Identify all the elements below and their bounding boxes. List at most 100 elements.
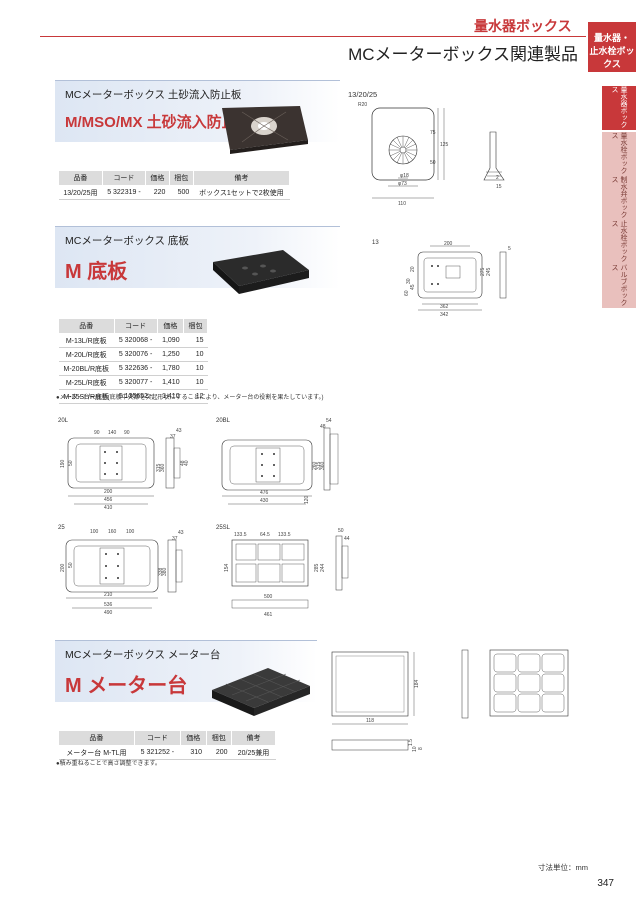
cell-price: 1,410 (157, 375, 184, 390)
guard-plate-drawing: R20 75 125 50 φ18 φ73 110 2 15 (358, 102, 505, 207)
dim: 44 (344, 536, 350, 542)
col-header: 備考 (192, 170, 291, 186)
dim-2: 2 (496, 175, 499, 181)
cell-pack: 200 (206, 745, 232, 760)
section3-note: ●積み重ねることで高さ調整できます。 (56, 761, 161, 767)
cell-code: 5 321252 - (134, 745, 181, 760)
dim: 490 (104, 610, 113, 616)
col-header: 価格 (144, 170, 170, 186)
dim: 50 (68, 460, 74, 466)
dim: 30 (406, 278, 412, 284)
col-header: コード (113, 318, 158, 334)
dim-75: 75 (430, 130, 436, 136)
dim-phi18: φ18 (400, 173, 409, 179)
dim: 54 (326, 418, 332, 424)
cell-part-no: M-13L/R底板 (58, 333, 115, 348)
drawing-25: 100 160 100 43 37 200 50 210 536 490 338… (60, 529, 184, 616)
guard-plate-photo (222, 106, 308, 154)
side-tab-meter-valve-box[interactable]: 量水栓ボックス (602, 132, 636, 176)
cell-part-no: メーター台 M-TL用 (58, 745, 135, 760)
dim: 140 (108, 430, 117, 436)
cell-code: 5 320068 - (114, 333, 158, 348)
dim: 360 (320, 461, 326, 470)
table-row: メーター台 M-TL用 5 321252 - 310 200 20/25兼用 (58, 745, 276, 760)
side-tab-control-valve-box[interactable]: 制水弁ボックス (602, 176, 636, 220)
section3-product-name: M メーター台 (65, 675, 188, 697)
dim: 260 (312, 461, 318, 470)
meter-stand-drawing: 118 184 1.5 10 8 (331, 649, 569, 752)
dim: 20 (410, 266, 416, 272)
section1-subtitle: MCメーターボックス 土砂流入防止板 (65, 89, 242, 101)
dim: 362 (440, 304, 449, 310)
dim: 64.5 (260, 532, 270, 538)
dim-110: 110 (398, 201, 406, 207)
dim: 380 (162, 567, 168, 576)
dim: 536 (104, 602, 113, 608)
dim: 90 (94, 430, 100, 436)
header-category: 量水器ボックス (474, 18, 572, 34)
section2-subtitle: MCメーターボックス 底板 (65, 235, 189, 247)
dim-125: 125 (440, 142, 449, 148)
page-number: 347 (597, 878, 614, 889)
drawing-25sl: 133.5 64.5 133.5 50 44 154 285 244 500 4… (224, 528, 350, 618)
unit-note: 寸法単位：mm (538, 863, 588, 872)
header-tab-line: 止水栓ボックス (589, 46, 635, 69)
dim: 500 (264, 594, 273, 600)
drawing-13: 200 362 342 275 245 30 20 45 60 5 (404, 241, 511, 318)
col-header: コード (101, 170, 146, 186)
base-plate-photo (213, 250, 309, 294)
section2-note: ●メーター台一体型(底板中央部を突起形状にすることにより、メーター台の役割を果た… (56, 395, 324, 401)
header-tab-line: 量水器・ (593, 33, 630, 43)
dim: 160 (108, 529, 117, 535)
dim: 315 (156, 463, 162, 472)
cell-pack: 500 (169, 185, 194, 200)
dim: 133.5 (234, 532, 247, 538)
side-tab-meter-box[interactable]: 量水器ボックス (602, 86, 636, 130)
dim: 45 (410, 284, 416, 290)
drawing-25-label: 25 (58, 525, 65, 531)
side-tab-valve-box[interactable]: バルブボックス (602, 264, 636, 308)
section1-drawing-label: 13/20/25 (348, 90, 378, 99)
header-tab[interactable]: 量水器・止水栓ボックス (588, 22, 636, 72)
dim: 200 (444, 241, 453, 247)
drawing-20bl: 54 48 476 430 260 315 360 120 (221, 418, 339, 505)
dim: 360 (160, 463, 166, 472)
dim: 60 (404, 290, 410, 296)
cell-code: 5 135652 - (114, 389, 158, 404)
col-header: 品番 (58, 318, 115, 334)
cell-price: 310 (180, 745, 206, 760)
drawing-20l: 90 140 90 43 37 190 50 200 456 410 315 3… (60, 428, 190, 511)
cell-pack: 12 (183, 389, 208, 404)
dim: 285 (314, 563, 320, 572)
section3-spec-table: 品番 コード 価格 梱包 備考 メーター台 M-TL用 5 321252 - 3… (58, 730, 276, 760)
dim-15: 15 (496, 184, 502, 190)
dim: 50 (338, 528, 344, 534)
section3-banner: MCメーターボックス メーター台 M メーター台 (55, 640, 317, 702)
table-row: 13/20/25用 5 322319 - 220 500 ボックス1セットで2枚… (58, 185, 290, 200)
cell-price: 220 (145, 185, 170, 200)
cell-part-no: M-20BL/R底板 (58, 361, 115, 376)
cell-code: 5 322636 - (114, 361, 158, 376)
dim-1-5: 1.5 (408, 739, 414, 746)
dim: 315 (316, 461, 322, 470)
dim: 190 (60, 459, 66, 468)
dim: 37 (170, 434, 176, 440)
section1-product-name: M/MSO/MX 土砂流入防止板 (65, 114, 252, 131)
dim-r20: R20 (358, 102, 367, 108)
dim: 100 (90, 529, 99, 535)
dim-8: 8 (418, 747, 424, 750)
side-tab-stop-valve-box[interactable]: 止水栓ボックス (602, 220, 636, 264)
cell-price: 1,410 (157, 389, 184, 404)
dim: 200 (104, 489, 113, 495)
dim: 342 (440, 312, 449, 318)
cell-pack: 10 (183, 375, 208, 390)
dim: 90 (124, 430, 130, 436)
dim: 43 (178, 530, 184, 536)
col-header: 品番 (58, 170, 103, 186)
section3-subtitle: MCメーターボックス メーター台 (65, 649, 221, 661)
cell-remarks: 20/25兼用 (231, 745, 276, 760)
